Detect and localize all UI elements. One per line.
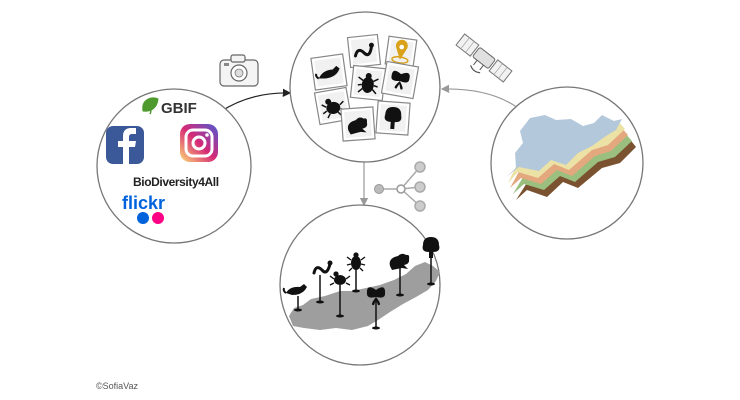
pin-bug <box>329 271 351 318</box>
facebook-icon <box>106 126 144 164</box>
arrow-environment-to-photos <box>440 84 519 109</box>
network-icon <box>374 161 426 212</box>
pin-tree <box>422 237 440 286</box>
gbif-logo: GBIF <box>142 97 197 117</box>
flickr-text: flickr <box>122 193 165 213</box>
pin-beetle <box>346 252 366 293</box>
environment-circle <box>490 86 644 240</box>
pin-butterfly <box>366 287 386 330</box>
photo-butterfly <box>380 60 420 100</box>
photos-circle <box>289 11 441 163</box>
photo-weasel <box>310 53 348 91</box>
flickr-blue-dot <box>137 212 149 224</box>
pin-frog <box>389 253 410 297</box>
photo-tree <box>375 100 411 136</box>
biodiversity4all-text: BioDiversity4All <box>133 175 219 189</box>
region-map <box>289 262 440 330</box>
photo-location-pin <box>384 35 418 69</box>
satellite-icon <box>455 33 513 83</box>
sources-circle: GBIF BioDiversity4All flickr <box>96 88 252 244</box>
arrow-sources-to-photos <box>219 88 292 113</box>
camera-icon <box>219 54 259 87</box>
pin-snake <box>312 260 333 304</box>
photo-beetle <box>349 64 387 102</box>
distribution-circle <box>279 204 441 366</box>
gbif-text: GBIF <box>161 100 197 117</box>
photo-frog <box>340 106 376 142</box>
instagram-icon <box>180 124 218 162</box>
gbif-leaf-icon <box>142 97 159 112</box>
flickr-pink-dot <box>152 212 164 224</box>
photo-snake <box>346 33 382 69</box>
copyright-text: ©SofiaVaz <box>96 381 138 391</box>
environmental-layers-map <box>506 115 636 200</box>
pin-weasel <box>282 284 307 312</box>
